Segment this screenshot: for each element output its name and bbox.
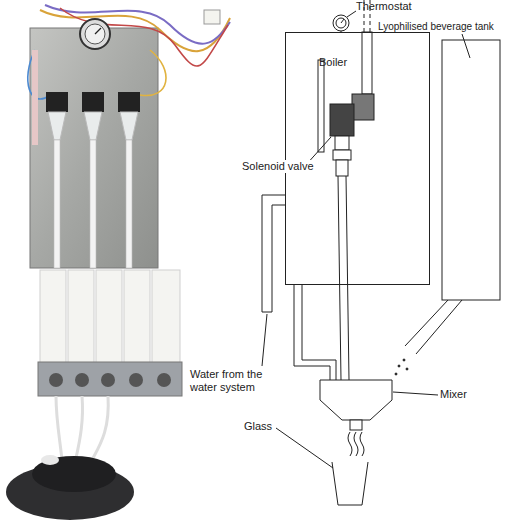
part-label: Mixer xyxy=(440,388,467,401)
part-label: Solenoid valve xyxy=(240,160,316,173)
part-label: Water from the water system xyxy=(190,368,276,394)
part-label: Glass xyxy=(244,420,272,433)
photo-boiler-unit xyxy=(28,5,230,268)
boiler-box: Boiler xyxy=(285,32,430,285)
part-label: Thermostat xyxy=(356,0,412,13)
part-label: Lyophilised beverage tank xyxy=(378,20,494,33)
schematic xyxy=(262,0,500,505)
node-label: Boiler xyxy=(319,56,347,69)
photo-canister-unit xyxy=(6,270,182,520)
